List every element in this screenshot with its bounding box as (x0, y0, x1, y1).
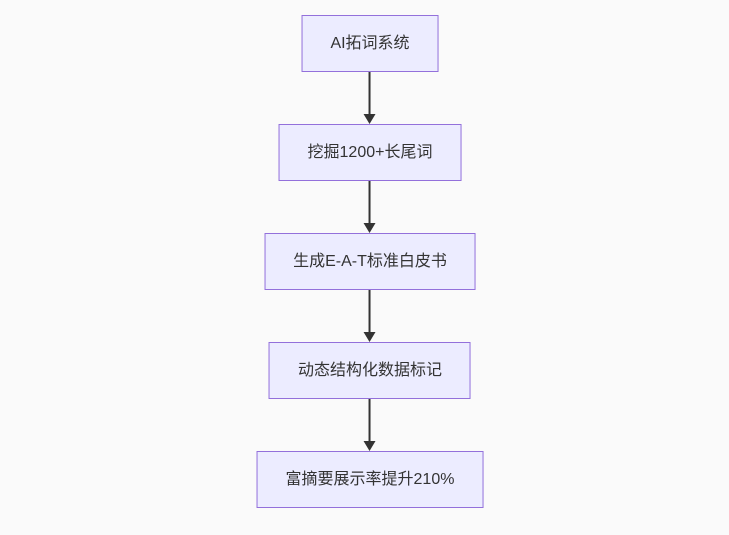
arrow-line (369, 72, 371, 114)
flow-node-label: 富摘要展示率提升210% (285, 470, 455, 488)
flow-arrow-3 (363, 290, 377, 342)
flow-node-ai-word-expansion-system: AI拓词系统 (301, 15, 439, 72)
flow-node-label: AI拓词系统 (330, 34, 410, 52)
flow-arrow-1 (363, 72, 377, 124)
arrow-line (369, 290, 371, 332)
flow-node-label: 挖掘1200+长尾词 (307, 143, 433, 161)
flow-arrow-2 (363, 181, 377, 233)
arrow-line (369, 181, 371, 223)
flow-node-structured-data-markup: 动态结构化数据标记 (268, 342, 471, 399)
flow-arrow-4 (363, 399, 377, 451)
flowchart: AI拓词系统 挖掘1200+长尾词 生成E-A-T标准白皮书 动态结构化数据标记 (256, 15, 484, 508)
flow-node-eat-whitepaper: 生成E-A-T标准白皮书 (264, 233, 476, 290)
arrowhead-down-icon (364, 441, 376, 451)
flow-node-longtail-keywords: 挖掘1200+长尾词 (278, 124, 462, 181)
flow-node-rich-snippet-rate: 富摘要展示率提升210% (256, 451, 484, 508)
arrowhead-down-icon (364, 332, 376, 342)
arrow-line (369, 399, 371, 441)
arrowhead-down-icon (364, 223, 376, 233)
flow-node-label: 生成E-A-T标准白皮书 (293, 252, 447, 270)
flow-node-label: 动态结构化数据标记 (297, 361, 442, 379)
arrowhead-down-icon (364, 114, 376, 124)
